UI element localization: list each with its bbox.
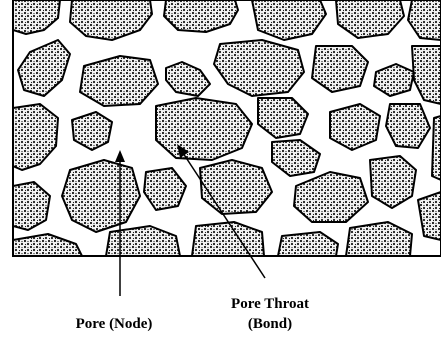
pore-node-label: Pore (Node) [76, 316, 153, 332]
grain [200, 160, 272, 214]
grain [156, 98, 252, 160]
pore-throat-label: Pore Throat [231, 296, 309, 312]
grain [432, 116, 441, 180]
bond-label: (Bond) [248, 316, 292, 332]
grain [312, 46, 368, 92]
